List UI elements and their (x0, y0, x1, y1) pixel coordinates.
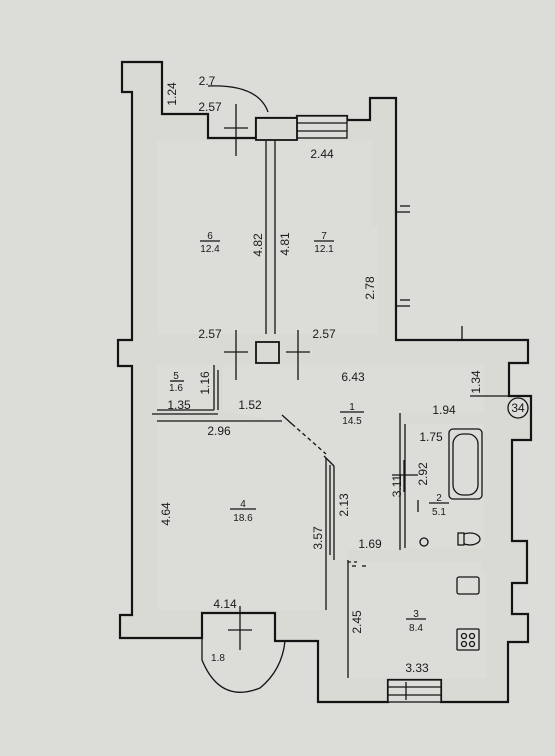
room-number: 7 (321, 231, 327, 242)
partitions (152, 141, 406, 678)
dimension-label: 4.14 (213, 597, 237, 611)
dimension-label: 4.82 (251, 233, 265, 257)
room-1: 1 14.5 (340, 402, 364, 427)
dimension-label: 1.35 (167, 398, 191, 412)
room-4: 4 18.6 (230, 499, 256, 524)
pillar-top (255, 117, 298, 141)
pillar-mid (255, 341, 280, 364)
badge-label: 34 (511, 401, 525, 415)
room-number: 4 (240, 499, 246, 510)
room-area: 18.6 (233, 513, 253, 524)
room-6: 6 12.4 (200, 231, 220, 255)
room-7: 7 12.1 (314, 231, 334, 255)
badge: 34 (507, 397, 529, 419)
dimension-label: 2.44 (310, 147, 334, 161)
dimension-label: 1.75 (419, 430, 443, 444)
floor-drain (419, 537, 429, 547)
room-number: 2 (436, 493, 442, 504)
axis-marks (217, 104, 510, 700)
dimension-label: 2.57 (312, 327, 336, 341)
dimension-label: 1.52 (238, 398, 262, 412)
room-area: 1.6 (169, 383, 183, 394)
dimension-label: 2.57 (198, 100, 222, 114)
window-bottom (387, 679, 442, 703)
room-number: 1 (349, 402, 355, 413)
dimension-label: 1.34 (469, 370, 483, 394)
windows (255, 115, 463, 703)
room-number: 5 (173, 371, 179, 382)
room-area: 14.5 (342, 416, 362, 427)
room-voids (157, 141, 486, 678)
room-area: 12.4 (200, 244, 220, 255)
dimension-label: 3.57 (311, 526, 325, 550)
room-labels: 6 12.4 7 12.1 5 1.6 1 14.5 4 18.6 2 5.1 (169, 231, 449, 634)
dimension-label: 3.33 (405, 661, 429, 675)
dimension-label: 1.8 (211, 653, 225, 664)
dimension-label: 4.81 (278, 232, 292, 256)
dimension-label: 2.78 (363, 276, 377, 300)
dimension-label: 2.7 (199, 74, 216, 88)
dimension-label: 1.94 (432, 403, 456, 417)
dimension-label: 4.64 (159, 502, 173, 526)
dimension-label: 1.69 (358, 537, 382, 551)
fixtures (352, 428, 483, 651)
sink (456, 576, 480, 595)
dimension-label: 3.11 (390, 474, 404, 497)
stove (456, 628, 480, 651)
room-area: 12.1 (314, 244, 334, 255)
dimension-label: 2.57 (198, 327, 222, 341)
dimension-label: 2.96 (207, 424, 231, 438)
dimension-label: 1.24 (165, 82, 179, 106)
room-number: 6 (207, 231, 213, 242)
dimension-label: 1.16 (198, 371, 212, 395)
window-top (296, 115, 348, 139)
room-number: 3 (413, 609, 419, 620)
dimension-label: 2.13 (337, 493, 351, 517)
room-area: 5.1 (432, 507, 446, 518)
room-area: 8.4 (409, 623, 423, 634)
dimension-label: 2.92 (416, 462, 430, 486)
dimension-labels: 2.7 1.24 2.57 2.44 4.82 4.81 2.78 2.57 2… (159, 74, 483, 675)
dimension-label: 6.43 (341, 370, 365, 384)
room-2: 2 5.1 (429, 493, 449, 518)
room-3: 3 8.4 (406, 609, 426, 634)
balconies (201, 85, 286, 693)
dimension-label: 2.45 (350, 610, 364, 634)
room-5: 5 1.6 (169, 371, 184, 394)
